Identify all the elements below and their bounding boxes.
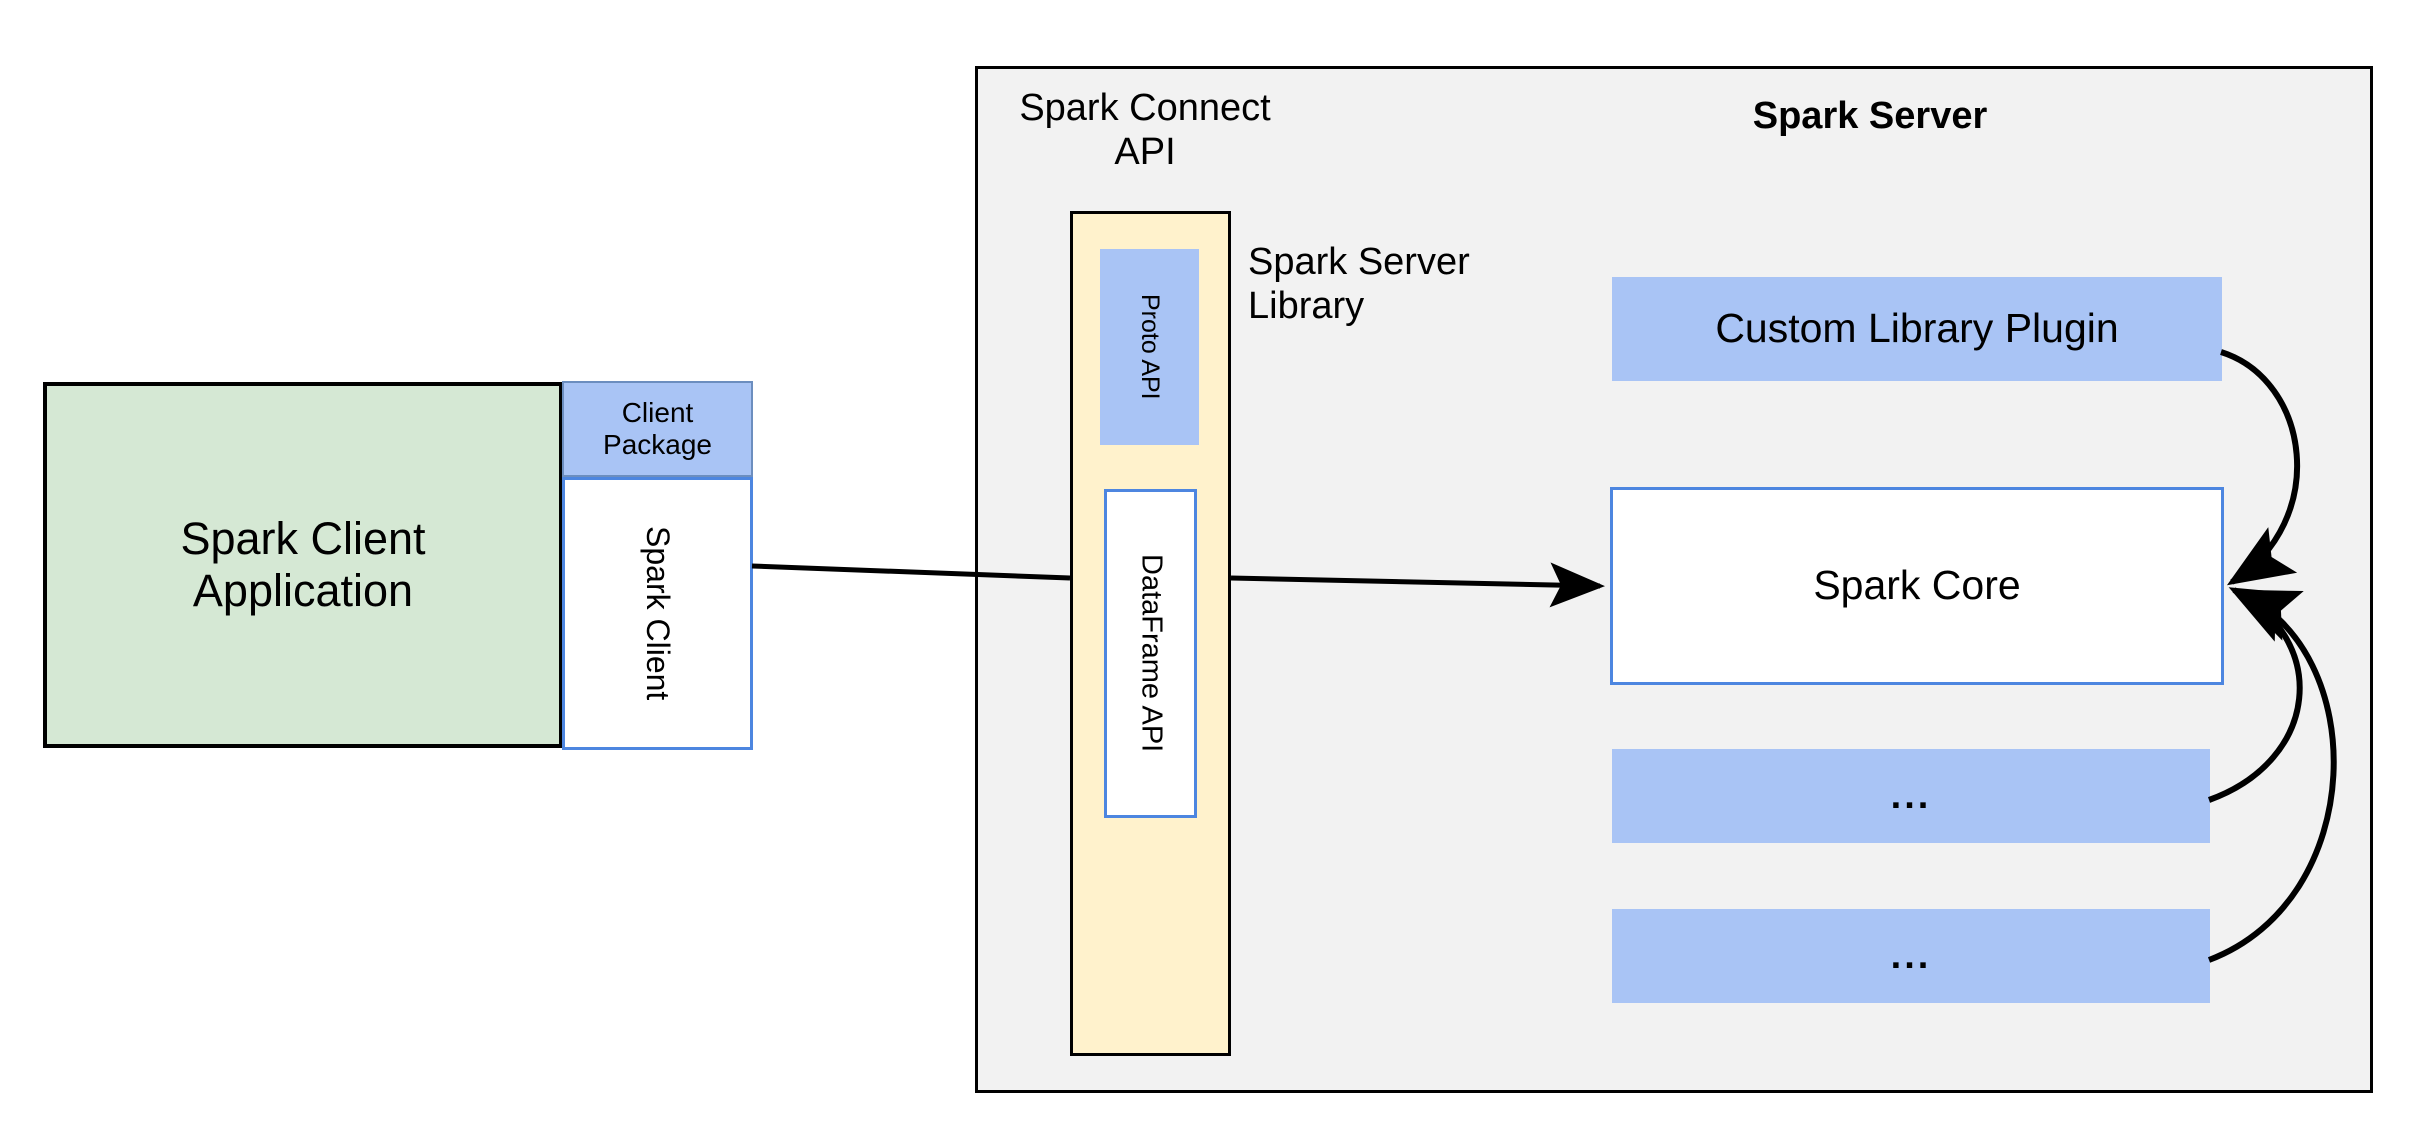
spark-server-library-label: Spark Server Library xyxy=(1248,240,1548,350)
custom-library-plugin-box: Custom Library Plugin xyxy=(1612,277,2222,381)
client-package-line-2: Package xyxy=(603,429,712,460)
spark-server-title: Spark Server xyxy=(1752,94,1988,137)
server-library-line-1: Spark Server xyxy=(1248,241,1470,283)
spark-client-box: Spark Client xyxy=(562,477,753,750)
server-library-line-2: Library xyxy=(1248,285,1365,328)
ellipsis-box-1: ... xyxy=(1612,749,2210,843)
client-app-line-2: Application xyxy=(192,565,414,616)
spark-connect-api-label: Spark Connect API xyxy=(1000,66,1290,173)
client-package-line-1: Client xyxy=(621,396,694,428)
spark-client-label: Spark Client xyxy=(640,526,677,701)
connect-api-line-1: Spark Connect xyxy=(1019,87,1271,129)
connect-api-line-2: API xyxy=(1114,131,1176,174)
proto-api-box: Proto API xyxy=(1100,249,1199,445)
dataframe-api-box: DataFrame API xyxy=(1104,489,1197,818)
dataframe-api-label: DataFrame API xyxy=(1135,554,1168,753)
client-package-box: Client Package xyxy=(562,381,753,477)
spark-core-box: Spark Core xyxy=(1610,487,2224,685)
ellipsis-box-2: ... xyxy=(1612,909,2210,1003)
proto-api-label: Proto API xyxy=(1136,294,1164,400)
spark-client-application-box: Spark Client Application xyxy=(43,382,563,748)
client-app-line-1: Spark Client xyxy=(180,512,426,564)
